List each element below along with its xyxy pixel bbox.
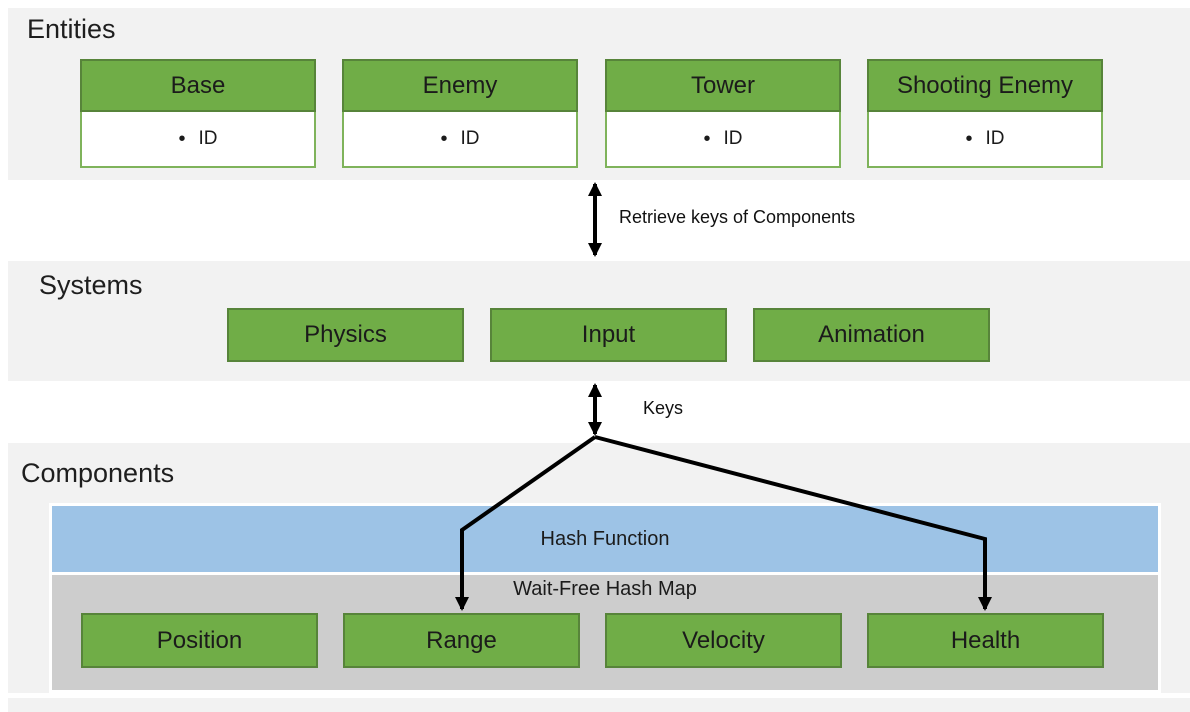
system-box-animation: Animation — [753, 308, 990, 362]
hash-map-title: Wait-Free Hash Map — [513, 578, 697, 600]
systems-components-arrow-label: Keys — [643, 398, 684, 418]
bullet-icon: • — [703, 127, 711, 150]
entity-id-field: ID — [198, 128, 218, 149]
wait-free-hash-map-area: Wait-Free Hash Map Position Range Veloci… — [52, 575, 1158, 690]
component-box-range: Range — [343, 613, 580, 668]
entity-card-enemy: Enemy • ID — [342, 59, 578, 168]
entity-card-body: • ID — [867, 112, 1103, 168]
entity-card-shooting-enemy: Shooting Enemy • ID — [867, 59, 1103, 168]
hash-map-block: Hash Function Wait-Free Hash Map Positio… — [49, 503, 1161, 694]
entity-card-header: Tower — [605, 59, 841, 112]
entity-id-field: ID — [460, 128, 480, 149]
entity-card-header: Shooting Enemy — [867, 59, 1103, 112]
entity-id-field: ID — [985, 128, 1005, 149]
entities-section: Entities Base • ID Enemy • ID Tower • ID… — [8, 8, 1190, 180]
bottom-band-strip — [8, 698, 1190, 712]
component-box-position: Position — [81, 613, 318, 668]
entity-card-tower: Tower • ID — [605, 59, 841, 168]
bullet-icon: • — [965, 127, 973, 150]
hash-function-bar: Hash Function — [52, 506, 1158, 572]
entities-title: Entities — [27, 14, 116, 44]
components-title: Components — [21, 458, 175, 488]
entity-card-body: • ID — [342, 112, 578, 168]
entity-card-header: Base — [80, 59, 316, 112]
bullet-icon: • — [178, 127, 186, 150]
entity-card-body: • ID — [80, 112, 316, 168]
entity-card-header: Enemy — [342, 59, 578, 112]
components-section: Components Hash Function Wait-Free Hash … — [8, 443, 1190, 694]
entities-systems-arrow-label: Retrieve keys of Components — [619, 207, 856, 227]
entity-card-body: • ID — [605, 112, 841, 168]
entity-card-base: Base • ID — [80, 59, 316, 168]
system-box-physics: Physics — [227, 308, 464, 362]
system-box-input: Input — [490, 308, 727, 362]
component-box-health: Health — [867, 613, 1104, 668]
systems-section: Systems Physics Input Animation — [8, 261, 1190, 381]
systems-title: Systems — [39, 270, 143, 300]
bullet-icon: • — [440, 127, 448, 150]
component-box-velocity: Velocity — [605, 613, 842, 668]
entity-id-field: ID — [723, 128, 743, 149]
